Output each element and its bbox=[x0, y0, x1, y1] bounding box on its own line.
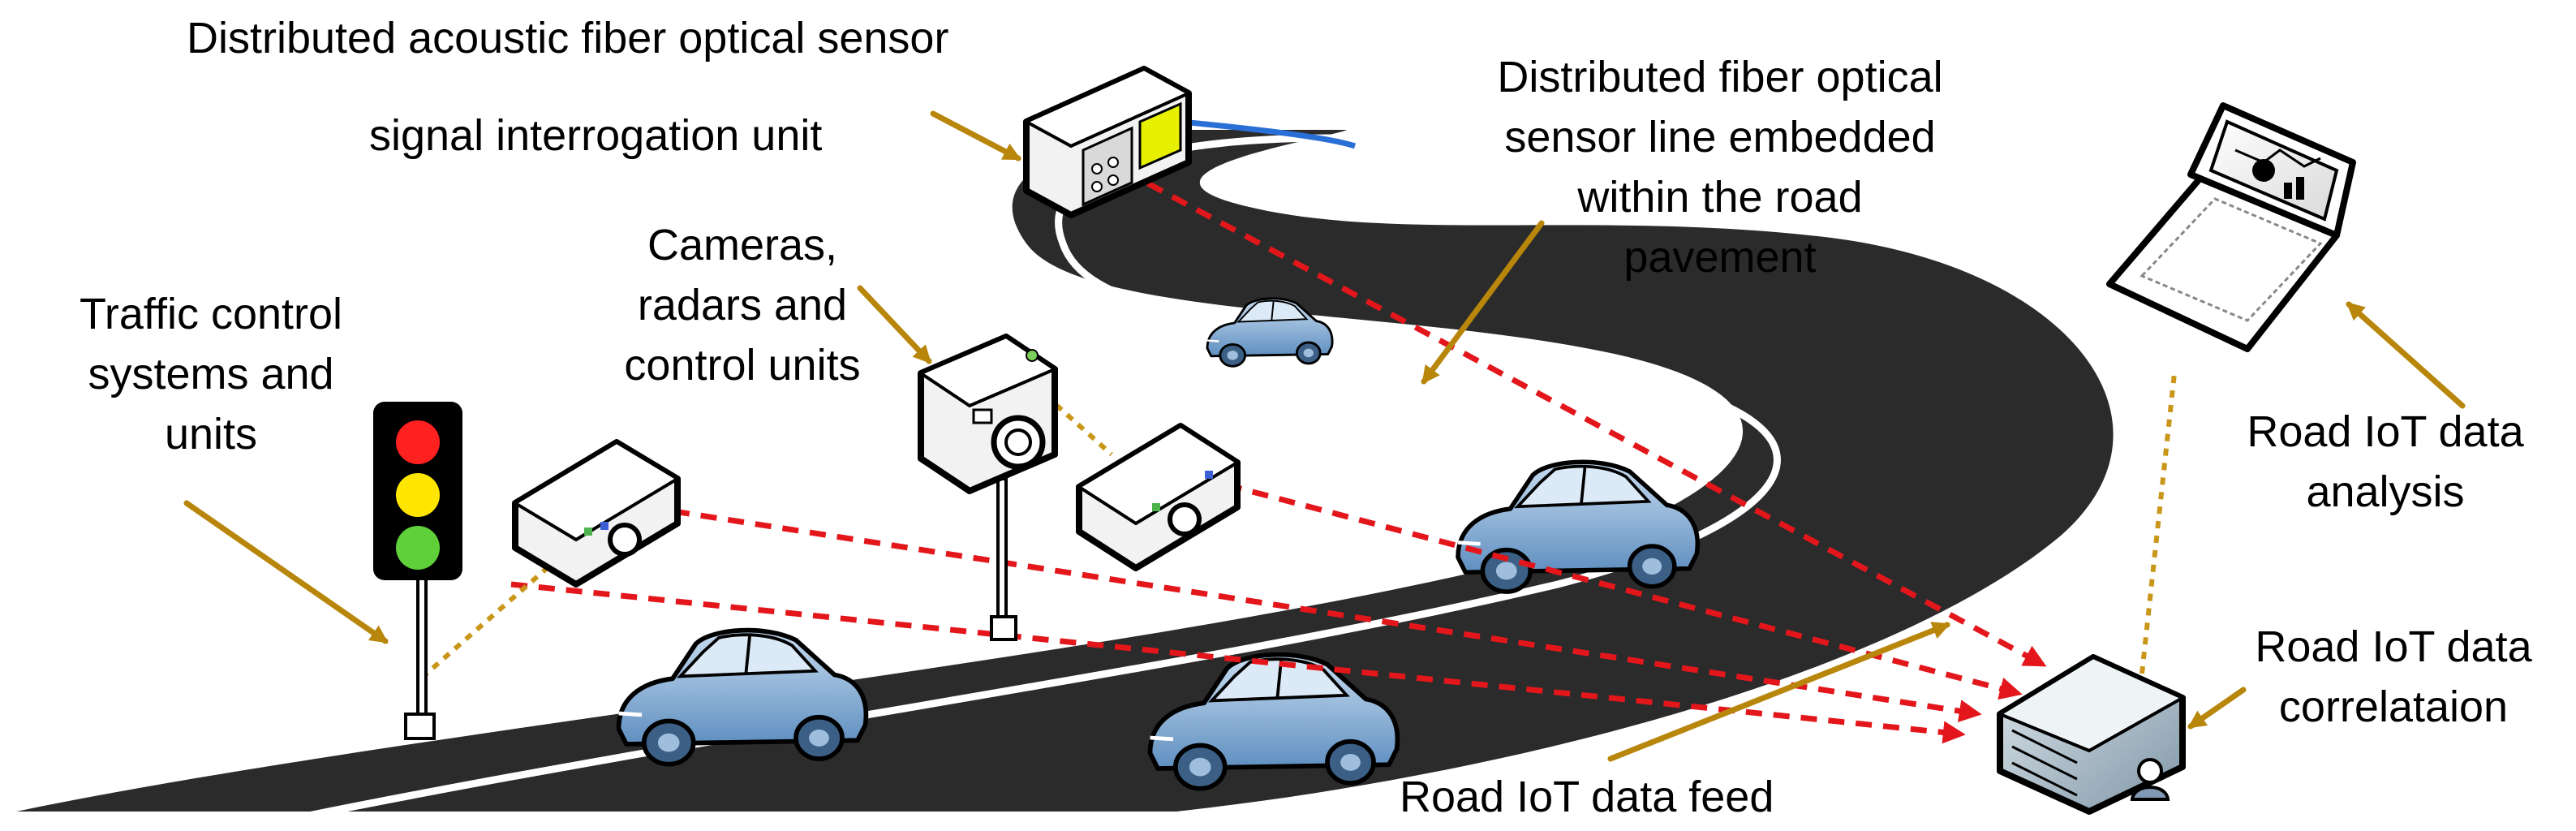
fiber-line-label-1: Distributed fiber optical bbox=[1497, 53, 1943, 101]
road-center-line bbox=[307, 134, 1781, 820]
cameras-label-2: radars and bbox=[637, 281, 848, 329]
car-icon bbox=[1458, 462, 1697, 592]
fiber-line-label: Distributed fiber optical sensor line em… bbox=[1456, 47, 1984, 287]
fiber-line-label-2: sensor line embedded bbox=[1504, 113, 1936, 161]
analysis-label: Road IoT data analysis bbox=[2207, 402, 2564, 522]
analysis-label-1: Road IoT data bbox=[2247, 407, 2524, 456]
analysis-label-2: analysis bbox=[2306, 467, 2465, 516]
das-unit-label: signal interrogation unit bbox=[369, 111, 823, 160]
das-unit-icon bbox=[1022, 66, 1193, 218]
callout-arrows bbox=[183, 110, 2466, 762]
fiber-line-label-3: within the road bbox=[1577, 173, 1863, 222]
camera-box-icon bbox=[1076, 423, 1241, 571]
road bbox=[16, 118, 2114, 820]
traffic-label-2: systems and bbox=[88, 350, 334, 398]
road-surface bbox=[16, 130, 2114, 812]
traffic-label: Traffic control systems and units bbox=[24, 284, 398, 464]
traffic-label-3: units bbox=[164, 410, 258, 459]
fiber-line bbox=[1180, 118, 1357, 149]
das-title-label: Distributed acoustic fiber optical senso… bbox=[187, 14, 949, 62]
correlation-label-2: correlataion bbox=[2278, 682, 2509, 731]
feed-label: Road IoT data feed bbox=[1400, 773, 1774, 821]
correlation-label-1: Road IoT data bbox=[2255, 622, 2532, 671]
car-icon bbox=[619, 631, 867, 764]
cameras-label: Cameras, radars and control units bbox=[588, 215, 897, 395]
cameras-label-1: Cameras, bbox=[647, 221, 838, 269]
fiber-line-label-4: pavement bbox=[1623, 233, 1817, 282]
camera-pole-icon bbox=[917, 334, 1059, 641]
traffic-light-icon bbox=[373, 402, 462, 740]
data-links-red bbox=[510, 167, 2047, 744]
server-icon bbox=[1996, 654, 2187, 815]
traffic-label-1: Traffic control bbox=[79, 290, 343, 338]
laptop-icon bbox=[2106, 102, 2356, 352]
camera-box-icon bbox=[512, 439, 681, 588]
correlation-label: Road IoT data correlataion bbox=[2215, 617, 2572, 737]
cameras-label-3: control units bbox=[624, 341, 861, 390]
